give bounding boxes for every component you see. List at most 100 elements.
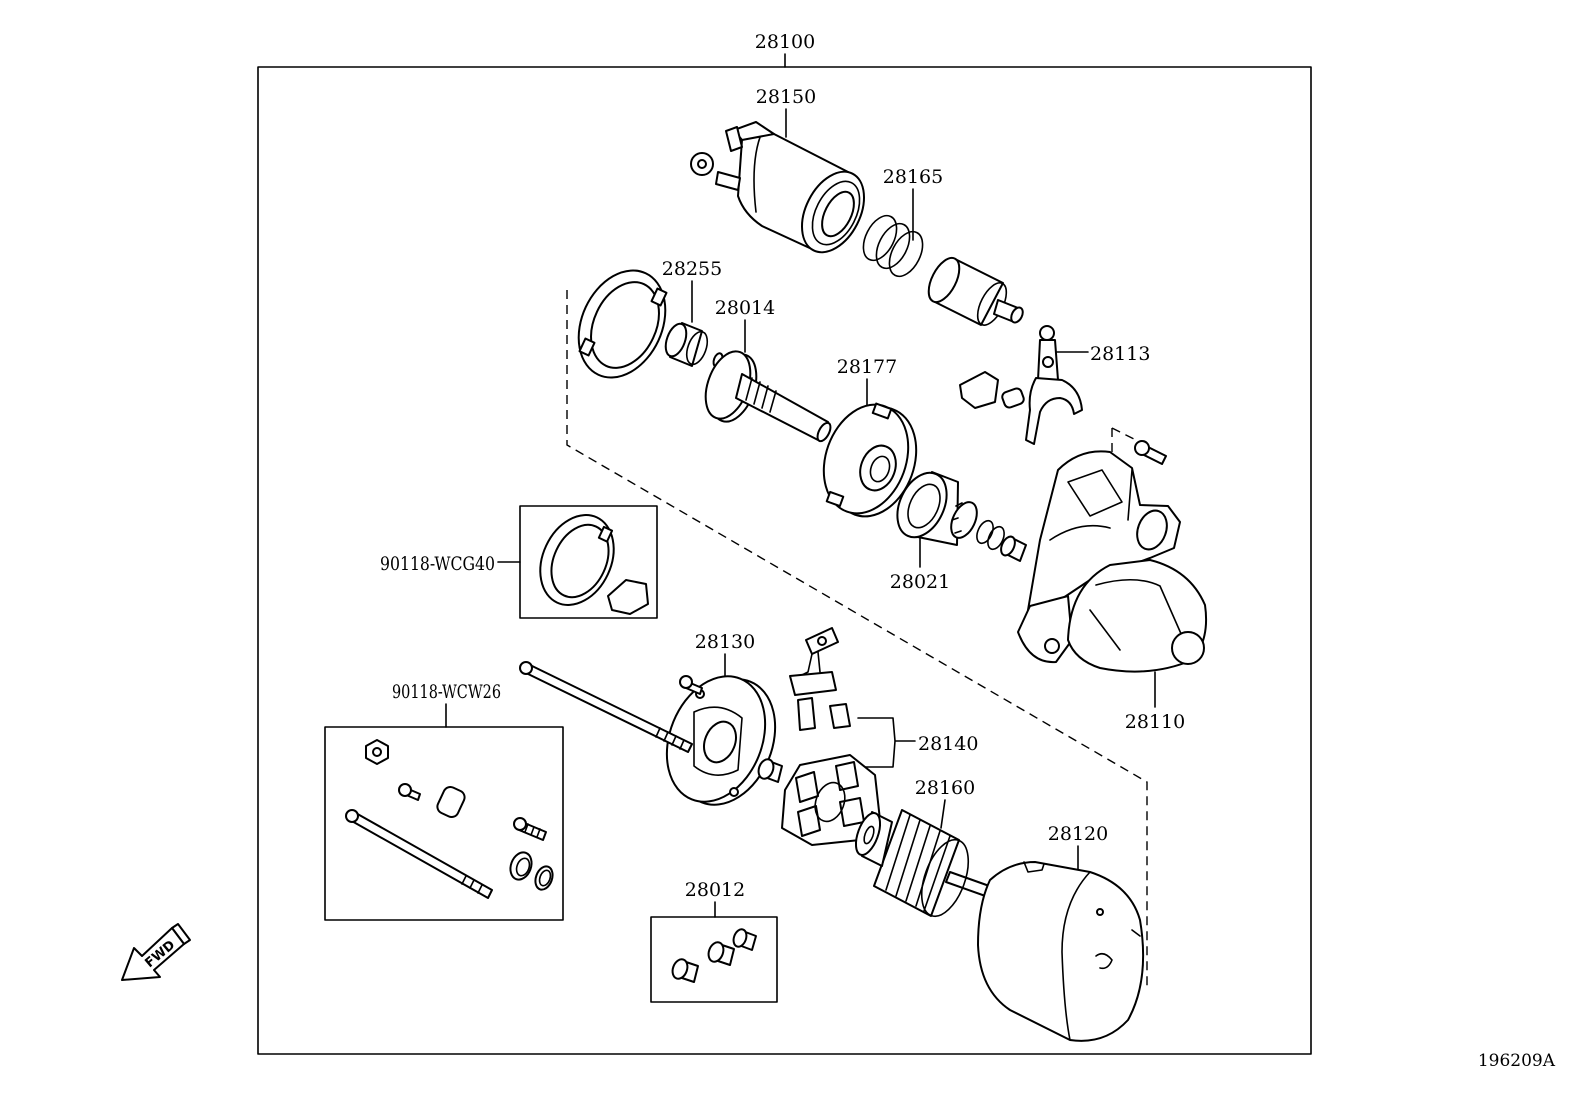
yoke: [977, 861, 1145, 1042]
ring-kit-ring: [539, 514, 615, 606]
brush-left: [797, 697, 816, 731]
solenoid-front-rim: [811, 180, 861, 246]
through-bolt-head: [519, 661, 533, 675]
end-frame-web: [693, 706, 743, 776]
ring-kit-box: [519, 505, 658, 619]
nose-bushing: [1171, 631, 1205, 665]
retainer-ring-tab-bottom: [578, 337, 596, 357]
kit-nut-hole: [372, 747, 382, 757]
nose-rib: [1089, 578, 1183, 651]
housing-opening: [1067, 469, 1123, 517]
fwd-arrow-shape: [121, 927, 185, 981]
through-bolt: [519, 661, 693, 753]
bushing-face: [757, 758, 775, 780]
callout-yoke: 28120: [1048, 823, 1108, 845]
lever-pivot: [1042, 356, 1054, 368]
armature: [854, 809, 996, 918]
bushing-1-face: [671, 958, 689, 980]
yoke-body: [977, 861, 1145, 1042]
drive-cover: [822, 402, 918, 518]
spring: [862, 214, 924, 278]
housing-bolt-head: [1134, 440, 1150, 456]
callout-end-frame: 28130: [695, 631, 755, 653]
plunger-end-face: [927, 256, 961, 304]
starter-housing: [1017, 450, 1208, 673]
spring-coil-3: [888, 230, 924, 278]
hardware-kit-box: [324, 726, 564, 921]
housing-body: [1027, 450, 1181, 611]
terminal-nut-hole: [697, 159, 707, 169]
callout-drive-cover: 28177: [837, 356, 897, 378]
commutator-core: [863, 825, 875, 845]
retainer-ring-inner: [590, 281, 660, 369]
plunger: [927, 256, 1024, 326]
kit-ring-2-outer: [534, 865, 554, 891]
lever-pivot-block: [959, 371, 999, 409]
yoke-end-hole-1: [1096, 908, 1104, 916]
callout-starter-assembly: 28100: [755, 31, 815, 53]
housing-nose: [1067, 559, 1208, 673]
solenoid-back-edge: [753, 131, 763, 213]
clutch: [896, 471, 978, 546]
end-frame-hub: [703, 720, 737, 764]
cover-hole: [859, 444, 897, 492]
retainer-ring-tab-top: [650, 287, 668, 307]
callout-hardware-kit: 90118-WCW26: [392, 681, 501, 703]
yoke-end-cap-seam: [1061, 871, 1091, 1041]
clutch-ring-2: [987, 525, 1005, 551]
end-frame: [665, 675, 777, 806]
brush-holder-hub: [814, 781, 846, 823]
solenoid-terminal-stud: [725, 126, 743, 152]
spring-coil-2: [875, 222, 911, 270]
brush-lead: [799, 651, 821, 677]
housing-boss: [1136, 509, 1168, 551]
kit-long-bolt-thread: [461, 875, 483, 894]
through-bolt-thread: [655, 727, 685, 750]
callout-clutch: 28021: [890, 571, 950, 593]
cover-tab-top: [871, 402, 893, 420]
housing-rib: [1049, 469, 1133, 541]
kit-pad: [436, 785, 466, 819]
brush-holder-block-2: [835, 761, 859, 791]
bearing-face: [664, 322, 688, 358]
callout-ring-kit: 90118-WCG40: [380, 553, 495, 575]
through-bolt-shaft: [523, 663, 693, 753]
brush-holder-block-1: [795, 771, 819, 803]
stop-collar-face: [1000, 535, 1016, 557]
callout-bushing-kit: 28012: [685, 879, 745, 901]
flange-bolt-hole: [1044, 638, 1060, 654]
armature-core-front: [920, 838, 970, 918]
bushing-2-face: [707, 941, 725, 963]
clutch-stop-collar: [1000, 535, 1027, 562]
shaft-gear-teeth: [745, 377, 777, 413]
end-frame-hole-2: [729, 787, 739, 797]
end-frame-screw: [679, 675, 703, 695]
callout-housing: 28110: [1125, 711, 1185, 733]
yoke-notch: [1023, 861, 1045, 873]
commutator-face: [854, 812, 882, 856]
bushing-kit-item-1: [671, 958, 699, 983]
kit-nut: [365, 739, 389, 765]
yoke-end-tab: [1131, 929, 1141, 937]
leader-brush-holder: [857, 717, 916, 768]
kit-ring-1: [509, 851, 533, 881]
spring-coil-1: [862, 214, 898, 262]
brush-right: [829, 703, 851, 729]
screw-head: [679, 675, 693, 689]
fwd-arrow: FWD: [121, 923, 191, 981]
kit-small-screw: [398, 783, 421, 801]
housing-bolt: [1134, 440, 1167, 465]
armature-windings: [885, 814, 951, 912]
clutch-ring-1: [976, 519, 994, 545]
callout-bearing: 28255: [662, 258, 722, 280]
kit-ring-1-outer: [509, 851, 533, 881]
clutch-pinion: [950, 501, 978, 539]
cover-tab-bottom: [825, 490, 845, 508]
bushing-kit-item-3: [732, 928, 757, 951]
lever-fork: [1025, 377, 1083, 445]
bushing-3-face: [732, 928, 748, 948]
kit-ring-2-inner: [538, 869, 552, 887]
brush-set-upper: [789, 627, 851, 731]
ring-kit-block: [607, 579, 649, 615]
